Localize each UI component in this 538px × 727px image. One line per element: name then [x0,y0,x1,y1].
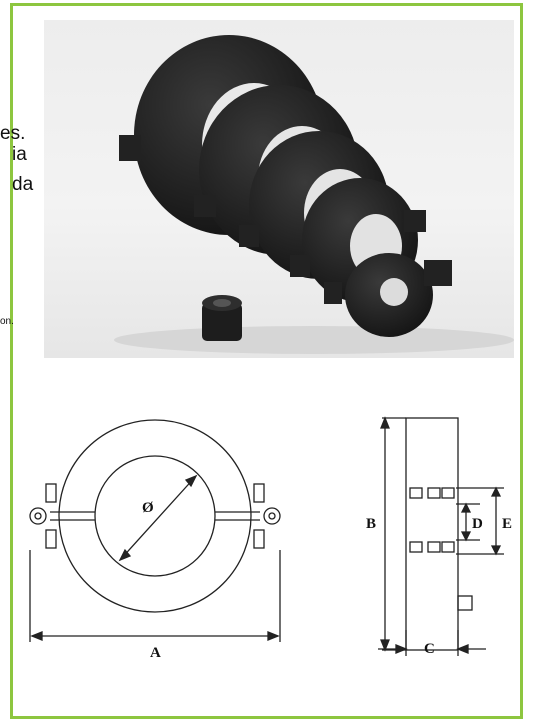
text-fragment: es. [0,123,26,144]
product-photo [44,20,514,358]
text-fragment: ia [12,144,27,165]
ferrite-cores-image [114,35,514,354]
front-view [29,419,281,642]
drawing-canvas: Ø A B C D E [29,416,512,661]
side-view [378,416,504,656]
dimension-label-b: B [366,516,376,532]
text-fragment: da [12,174,34,195]
dimension-label-a: A [150,645,161,661]
dimension-label-c: C [424,641,435,657]
dimension-label-d: D [472,516,483,532]
core-ring-5 [324,253,452,337]
text-fragment: on. [0,316,14,327]
diameter-label: Ø [142,500,154,516]
dimension-drawing: Ø A B C D E [10,360,523,716]
small-bobbin [202,295,242,341]
dimension-label-e: E [502,516,512,532]
